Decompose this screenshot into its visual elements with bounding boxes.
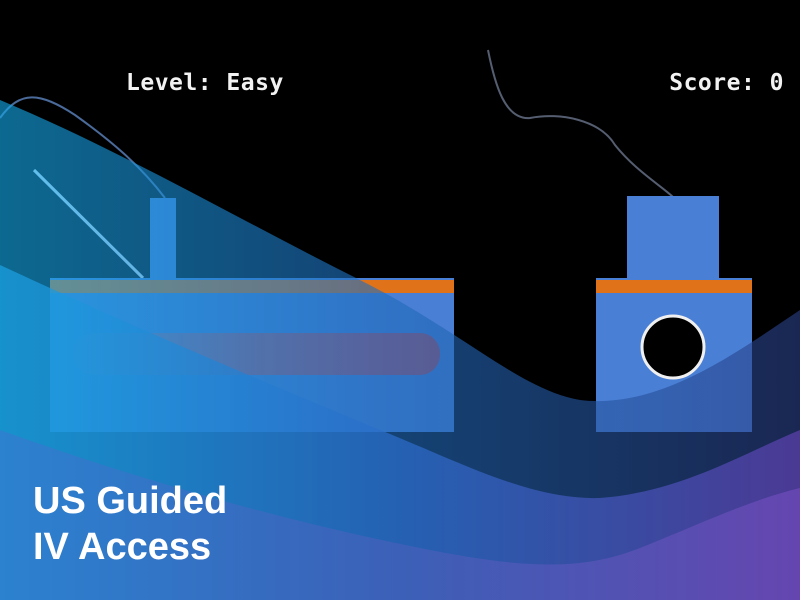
right-gel-layer [596,280,752,293]
game-title: US Guided IV Access [33,478,227,570]
level-label: Level: Easy [126,70,284,96]
vein-ring-icon[interactable] [640,314,706,380]
title-line-2: IV Access [33,526,212,568]
right-probe-cable-icon [487,49,674,198]
overlay-band-3 [0,430,800,600]
title-line-1: US Guided [33,480,228,522]
right-probe-handle[interactable] [627,196,719,280]
score-label: Score: 0 [669,70,784,96]
